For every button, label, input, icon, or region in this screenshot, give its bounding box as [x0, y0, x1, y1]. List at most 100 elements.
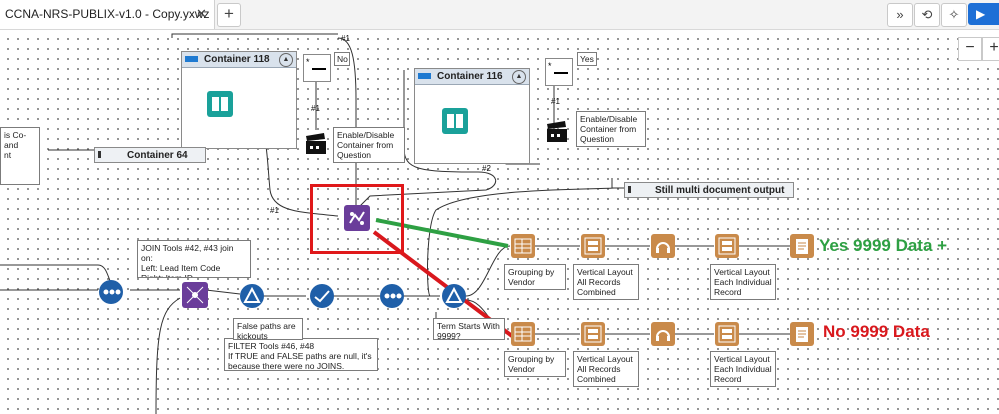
- dots-icon: [384, 293, 402, 299]
- no-annotation: No 9999 Data: [823, 322, 930, 341]
- container-118[interactable]: Container 118 ▲: [181, 51, 297, 149]
- layout-tool-each-top[interactable]: [715, 234, 739, 258]
- action-tool-1[interactable]: [304, 132, 328, 156]
- wire-tag: #2: [482, 164, 491, 173]
- filter-icon: [243, 286, 261, 303]
- union-tool-right[interactable]: [380, 284, 404, 308]
- zoom-controls: − +: [958, 37, 999, 63]
- question-radio-2[interactable]: *: [545, 58, 573, 86]
- radio-question-icon: *: [306, 57, 326, 70]
- browse-tool-116[interactable]: [442, 108, 468, 134]
- false-paths-note: False paths are kickouts: [233, 318, 303, 340]
- history-icon[interactable]: ⟲: [914, 3, 940, 27]
- container-116[interactable]: Container 116 ▲: [414, 68, 530, 164]
- radio-question-icon: *: [548, 61, 568, 74]
- run-button[interactable]: ▶: [968, 3, 999, 25]
- container-116-title: Container 116: [437, 71, 503, 82]
- render-tool-bottom[interactable]: [790, 322, 814, 346]
- headset-icon: [656, 242, 670, 253]
- magic-wand-icon[interactable]: ✧: [941, 3, 967, 27]
- overlay-tool-top[interactable]: [651, 234, 675, 258]
- browse-tool-118[interactable]: [207, 91, 233, 117]
- join-note: JOIN Tools #42, #43 join on: Left: Lead …: [137, 240, 251, 278]
- window-toolbar: CCNA-NRS-PUBLIX-v1.0 - Copy.yxwz ✕ + » ⟲…: [0, 0, 999, 30]
- still-multi-document-container[interactable]: Still multi document output: [624, 182, 794, 198]
- layout-tool-all-bottom[interactable]: [581, 322, 605, 346]
- layout-tool-each-bottom[interactable]: [715, 322, 739, 346]
- container-116-header[interactable]: Container 116 ▲: [415, 69, 529, 85]
- layout-icon: [718, 325, 736, 343]
- filter-tool-2[interactable]: [442, 284, 466, 308]
- container-stripe-icon: [98, 151, 101, 158]
- wire-tag: #1: [311, 104, 320, 113]
- new-tab-button[interactable]: +: [217, 3, 241, 27]
- container-control-icon: [349, 211, 365, 225]
- render-tool-top[interactable]: [790, 234, 814, 258]
- filter-icon: [445, 286, 463, 303]
- grouping-label-bottom: Grouping by Vendor column: [504, 351, 566, 377]
- container-64-title: Container 64: [127, 150, 188, 161]
- collapse-icon[interactable]: ▲: [512, 70, 526, 84]
- document-tab-title: CCNA-NRS-PUBLIX-v1.0 - Copy.yxwz: [5, 7, 210, 21]
- vlayout-each-label-bottom: Vertical Layout Each Individual Record: [710, 351, 776, 387]
- action-note-1: Enable/Disable Container from Question: [333, 127, 405, 163]
- container-stripe-icon: [418, 73, 431, 79]
- render-icon: [796, 327, 808, 342]
- vlayout-each-label-top: Vertical Layout Each Individual Record: [710, 264, 776, 300]
- book-icon: [447, 114, 463, 128]
- zoom-out-button[interactable]: −: [958, 37, 982, 61]
- action-note-2: Enable/Disable Container from Question: [576, 111, 646, 147]
- vlayout-all-label-top: Vertical Layout All Records Combined: [573, 264, 639, 300]
- filter-note: FILTER Tools #46, #48 If TRUE and FALSE …: [224, 338, 378, 371]
- table-tool-bottom[interactable]: [511, 322, 535, 346]
- question-radio-1[interactable]: *: [303, 54, 331, 82]
- expand-icon[interactable]: »: [887, 3, 913, 27]
- grouping-label-top: Grouping by Vendor column: [504, 264, 566, 290]
- wire-tag: #1: [270, 206, 279, 215]
- filter-tool-1[interactable]: [240, 284, 264, 308]
- select-tool[interactable]: [310, 284, 334, 308]
- yes-annotation: Yes 9999 Data +: [819, 236, 948, 255]
- render-icon: [796, 239, 808, 254]
- container-118-title: Container 118: [204, 54, 270, 65]
- action-tool-2[interactable]: [545, 120, 569, 144]
- container-118-header[interactable]: Container 118 ▲: [182, 52, 296, 68]
- clapperboard-icon: [306, 133, 326, 154]
- svg-text:*: *: [548, 61, 552, 71]
- wire-tag: #1: [341, 34, 350, 43]
- join-tool[interactable]: [182, 282, 208, 308]
- vlayout-all-label-bottom: Vertical Layout All Records Combined: [573, 351, 639, 387]
- container-64[interactable]: Container 64: [94, 147, 206, 163]
- partial-note: is Co- and nt: [0, 127, 40, 185]
- term-starts-note: Term Starts With 9999?: [433, 318, 505, 340]
- highlight-box: [310, 184, 404, 254]
- dots-icon: [103, 289, 121, 295]
- clapperboard-icon: [547, 121, 567, 142]
- close-icon[interactable]: ✕: [196, 6, 207, 21]
- svg-text:*: *: [306, 57, 310, 67]
- layout-icon: [584, 237, 602, 255]
- check-icon: [314, 290, 330, 303]
- table-tool-top[interactable]: [511, 234, 535, 258]
- table-icon: [514, 238, 532, 254]
- still-multi-document-title: Still multi document output: [655, 185, 785, 196]
- container-stripe-icon: [185, 56, 198, 62]
- question-2-value: Yes: [577, 52, 597, 66]
- document-tab[interactable]: CCNA-NRS-PUBLIX-v1.0 - Copy.yxwz ✕: [0, 0, 215, 29]
- book-icon: [212, 97, 228, 111]
- union-tool-left[interactable]: [99, 280, 123, 304]
- control-container-tool[interactable]: [344, 205, 370, 231]
- join-icon: [186, 286, 204, 304]
- wire-tag: #1: [551, 97, 560, 106]
- headset-icon: [656, 330, 670, 341]
- layout-icon: [718, 237, 736, 255]
- layout-tool-all-top[interactable]: [581, 234, 605, 258]
- table-icon: [514, 326, 532, 342]
- layout-icon: [584, 325, 602, 343]
- overlay-tool-bottom[interactable]: [651, 322, 675, 346]
- question-1-value: No: [334, 52, 350, 66]
- zoom-in-button[interactable]: +: [982, 37, 999, 61]
- collapse-icon[interactable]: ▲: [279, 53, 293, 67]
- container-stripe-icon: [628, 186, 631, 193]
